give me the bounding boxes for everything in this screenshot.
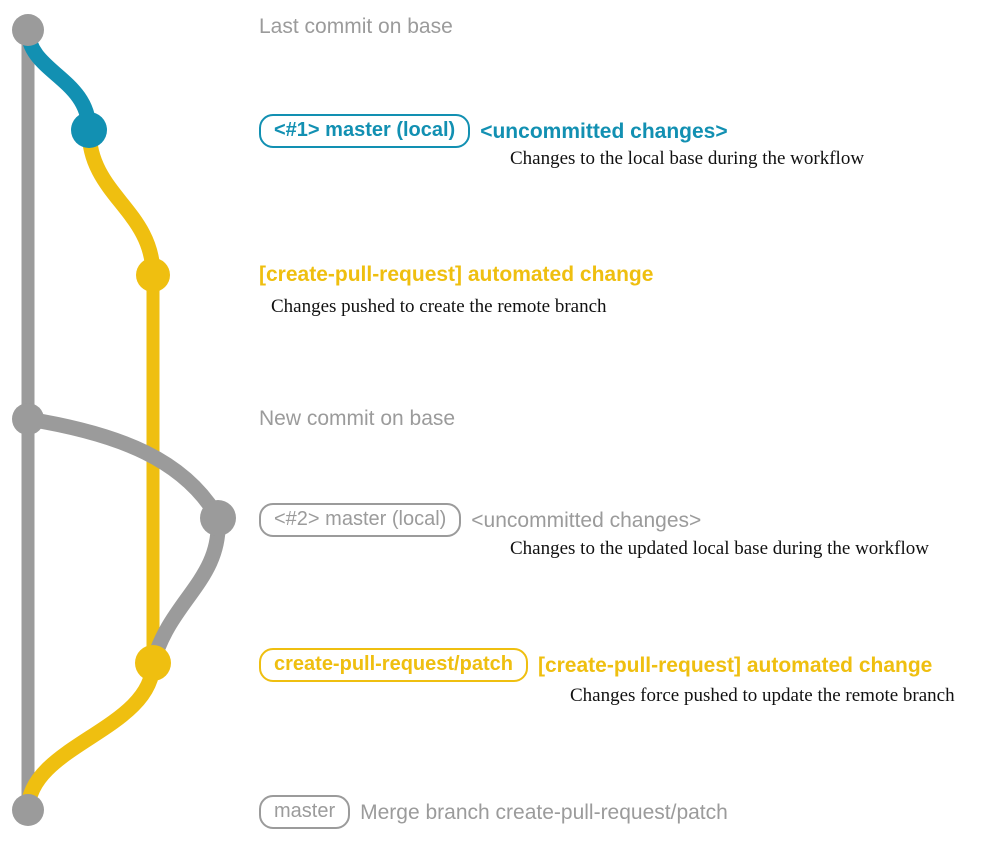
- commit-row-merge: master Merge branch create-pull-request/…: [259, 795, 728, 829]
- merge-commit-node[interactable]: [12, 794, 44, 826]
- commit-note-master-local-2: Changes to the updated local base during…: [510, 538, 929, 559]
- new-commit-on-base-node[interactable]: [12, 403, 44, 435]
- master-local-2-node[interactable]: [200, 500, 236, 536]
- commit-note-patch-1: Changes pushed to create the remote bran…: [271, 296, 607, 317]
- commit-subject: <uncommitted changes>: [471, 508, 702, 532]
- commit-row-last-commit-on-base: Last commit on base: [259, 16, 453, 37]
- commit-row-patch-2: create-pull-request/patch [create-pull-r…: [259, 648, 932, 682]
- commit-subject: [create-pull-request] automated change: [259, 263, 654, 286]
- commit-row-master-local-1: <#1> master (local) <uncommitted changes…: [259, 114, 728, 148]
- ref-tag-create-pull-request-patch[interactable]: create-pull-request/patch: [259, 648, 528, 682]
- commit-subject: Merge branch create-pull-request/patch: [360, 800, 728, 824]
- commit-row-master-local-2: <#2> master (local) <uncommitted changes…: [259, 503, 701, 537]
- ref-tag-master[interactable]: master: [259, 795, 351, 829]
- commit-row-new-commit-on-base: New commit on base: [259, 408, 455, 429]
- commit-subject: New commit on base: [259, 407, 456, 430]
- edge-local-2-to-patch-2: [145, 510, 226, 671]
- ref-tag-master-local-1[interactable]: <#1> master (local): [259, 114, 471, 148]
- commit-row-patch-1: [create-pull-request] automated change: [259, 264, 653, 285]
- edge-patch-2-to-merge: [20, 655, 161, 818]
- edge-base-new-to-local-2: [20, 411, 226, 526]
- commit-note-patch-2: Changes force pushed to update the remot…: [570, 685, 955, 706]
- edge-local-1-to-patch-1: [81, 122, 161, 283]
- commit-subject: <uncommitted changes>: [480, 119, 728, 143]
- commit-note-master-local-1: Changes to the local base during the wor…: [510, 148, 865, 169]
- ref-tag-master-local-2[interactable]: <#2> master (local): [259, 503, 462, 537]
- commit-subject: Last commit on base: [259, 15, 453, 38]
- master-local-1-node[interactable]: [71, 112, 107, 148]
- create-pull-request-patch-2-node[interactable]: [135, 645, 171, 681]
- last-commit-on-base-node[interactable]: [12, 14, 44, 46]
- commit-subject: [create-pull-request] automated change: [537, 653, 933, 677]
- create-pull-request-patch-1-node[interactable]: [136, 258, 170, 292]
